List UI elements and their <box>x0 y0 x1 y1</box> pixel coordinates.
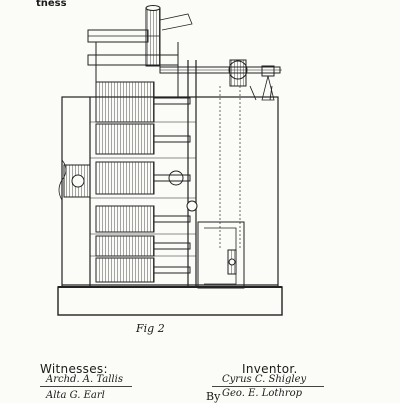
roller-5 <box>95 235 191 257</box>
roller-2 <box>95 123 191 155</box>
inventor-line <box>212 386 324 387</box>
drive-chain <box>219 86 241 250</box>
top-cylinder <box>145 5 193 67</box>
roller-1 <box>95 81 191 123</box>
tie-rods <box>90 121 196 257</box>
witness-signature-1: Archd. A. Tallis <box>46 374 123 385</box>
right-pulley <box>228 59 275 101</box>
roller-6 <box>95 257 191 283</box>
witness-signature-2: Alta G. Earl <box>46 390 105 401</box>
inventor-signature: Cyrus C. Shigley <box>222 374 307 385</box>
figure-label: Fig 2 <box>136 322 165 335</box>
roller-3 <box>95 161 191 195</box>
inventor-title: Inventor. <box>242 362 298 376</box>
weight-chamber <box>197 221 245 289</box>
corner-mark: tness <box>36 0 67 9</box>
witnesses-title: Witnesses: <box>40 362 108 376</box>
governor-ball <box>186 200 198 212</box>
attorney-signature: Geo. E. Lothrop <box>222 388 303 399</box>
right-stand <box>249 85 273 101</box>
by-label: By <box>206 390 221 403</box>
side-bracket <box>58 159 91 201</box>
roller-stack <box>95 81 191 283</box>
witness-line-1 <box>40 386 132 387</box>
patent-drawing <box>57 5 283 316</box>
roller-4 <box>95 205 191 233</box>
